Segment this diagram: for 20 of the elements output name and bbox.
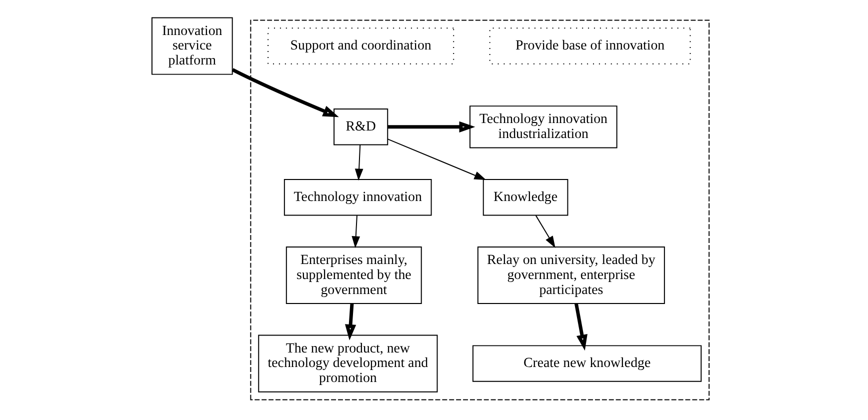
arrow: [386, 138, 486, 180]
node-box: Technology innovation: [283, 179, 432, 216]
arrow: [534, 215, 555, 248]
node-box: Relay on university, leaded by government, enterprise participates: [476, 246, 664, 304]
arrow: [231, 68, 338, 118]
node-box: Knowledge: [482, 179, 568, 216]
node-box: Innovation service platform: [150, 17, 232, 75]
arrow: [344, 303, 356, 340]
arrow: [354, 144, 363, 181]
node-box: R&D: [333, 108, 388, 146]
node-box: Create new knowledge: [472, 345, 702, 382]
arrow: [351, 215, 360, 248]
cluster: [250, 20, 710, 400]
node-box: The new product, new technology development and promotion: [258, 334, 438, 392]
node-box: Technology innovation industrialization: [468, 106, 617, 148]
arrow: [574, 303, 587, 351]
node-box: Provide base of innovation: [488, 28, 690, 64]
arrow: [387, 121, 475, 132]
node-box: Support and coordination: [267, 28, 454, 64]
node-box: Enterprises mainly, supplemented by the government: [285, 246, 422, 304]
